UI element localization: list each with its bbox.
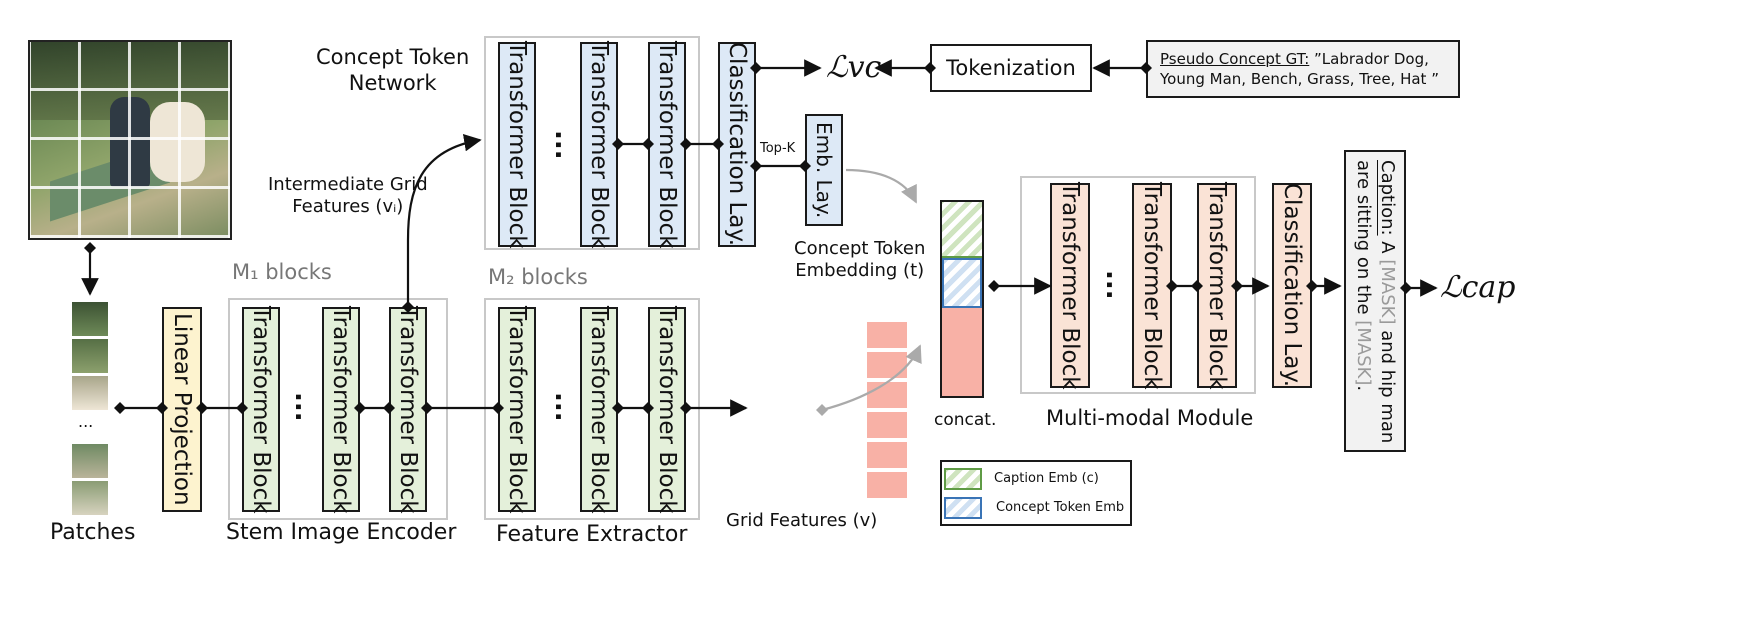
- intermediate-to-ctn-arrow: [406, 133, 482, 307]
- linear-projection-block: Linear Projection: [162, 307, 202, 512]
- node-mm-out: [1231, 280, 1243, 292]
- grid-feature-2: [867, 352, 907, 378]
- node-mm-b3-in: [1191, 280, 1203, 292]
- node-fe-out: [680, 402, 692, 414]
- intermediate-grid-label: Intermediate Grid Features (vᵢ): [268, 174, 428, 217]
- fe-transformer-block-3: Transformer Block: [648, 306, 686, 513]
- concept-token-network-label: Concept Token Network: [316, 45, 470, 95]
- node-stem-b2-out: [354, 402, 366, 414]
- grid-feature-3: [867, 382, 907, 408]
- node-cls-top: [750, 62, 762, 74]
- input-image: [28, 40, 232, 240]
- caption-part-1: A: [1377, 235, 1398, 260]
- node-cls-bottom: [750, 160, 762, 172]
- mm-transformer-block-2: Transformer Block: [1132, 182, 1172, 389]
- fe-ellipsis: ...: [549, 392, 579, 422]
- ctn-classification-layer: Classification Lay.: [718, 42, 756, 247]
- legend-caption-swatch: [944, 468, 982, 490]
- caption-part-2: and hip man are sitting on the: [1353, 160, 1398, 444]
- mm-transformer-block-1: Transformer Block: [1050, 182, 1090, 389]
- node-mm-cls-out: [1306, 280, 1318, 292]
- node-proj-in: [156, 402, 168, 414]
- stem-ellipsis: ...: [289, 392, 319, 422]
- node-ctn-b3-in: [642, 138, 654, 150]
- node-image-bottom: [84, 242, 96, 254]
- patch-2: [72, 339, 108, 373]
- fe-transformer-block-2: Transformer Block: [580, 306, 618, 513]
- stem-image-encoder-label: Stem Image Encoder: [226, 520, 457, 545]
- pseudo-concept-gt-box: Pseudo Concept GT: ”Labrador Dog, Young …: [1146, 40, 1460, 98]
- pseudo-gt-values: ”Labrador Dog, Young Man, Bench, Grass, …: [1160, 50, 1439, 88]
- node-grid-gray: [816, 404, 828, 416]
- mm-classification-layer: Classification Lay.: [1272, 183, 1312, 388]
- patches-label: Patches: [50, 520, 136, 545]
- patch-ellipsis: ...: [78, 412, 94, 431]
- grid-feature-5: [867, 442, 907, 468]
- ctn-transformer-block-1: Transformer Block: [498, 41, 536, 248]
- node-fe-b2-out: [612, 402, 624, 414]
- pseudo-concept-gt-text: Pseudo Concept GT: ”Labrador Dog, Young …: [1160, 49, 1439, 89]
- tokenization-box: Tokenization: [930, 44, 1092, 92]
- node-ctn-b2-out: [612, 138, 624, 150]
- grid-feature-6: [867, 472, 907, 498]
- patch-3: [72, 376, 108, 410]
- loss-cap-label: ℒcap: [1440, 270, 1516, 305]
- node-mm-b2-out: [1166, 280, 1178, 292]
- node-fe-in: [492, 402, 504, 414]
- stem-transformer-block-1: Transformer Block: [242, 306, 280, 513]
- emb-to-concat-arrow: [845, 168, 917, 204]
- mm-ellipsis: ...: [1100, 270, 1130, 300]
- ctn-ellipsis: ...: [549, 130, 579, 160]
- concept-token-emb-segment: [942, 258, 982, 308]
- caption-label: Caption:: [1377, 160, 1398, 236]
- node-emb-in: [799, 160, 811, 172]
- mm-transformer-block-3: Transformer Block: [1197, 182, 1237, 389]
- legend-caption-label: Caption Emb (c): [994, 471, 1099, 486]
- node-tokenization: [924, 62, 936, 74]
- ctn-transformer-block-3: Transformer Block: [648, 41, 686, 248]
- pseudo-gt-label: Pseudo Concept GT:: [1160, 50, 1310, 68]
- concept-token-embedding-label: Concept Token Embedding (t): [794, 238, 926, 281]
- node-fe-b3-in: [642, 402, 654, 414]
- feature-extractor-label: Feature Extractor: [496, 522, 688, 547]
- node-stem-in: [236, 402, 248, 414]
- node-concat-out: [988, 280, 1000, 292]
- node-cls-in: [712, 138, 724, 150]
- node-proj-out: [196, 402, 208, 414]
- legend-concept-swatch: [944, 497, 982, 519]
- node-caption-out: [1400, 282, 1412, 294]
- caption-part-3: .: [1353, 385, 1374, 392]
- node-stem-b3-in: [383, 402, 395, 414]
- image-grid-overlay: [30, 42, 230, 238]
- caption-text: Caption: A [MASK] and hip man are sittin…: [1351, 160, 1399, 444]
- caption-box: Caption: A [MASK] and hip man are sittin…: [1344, 150, 1406, 452]
- stem-transformer-block-3: Transformer Block: [389, 306, 427, 513]
- top-k-label: Top-K: [760, 141, 796, 156]
- mask-token-2: [MASK]: [1353, 320, 1374, 386]
- grid-feature-4: [867, 412, 907, 438]
- node-ctn-b3-out: [680, 138, 692, 150]
- caption-emb-segment: [942, 202, 982, 258]
- node-gt: [1140, 62, 1152, 74]
- concat-label: concat.: [934, 410, 997, 430]
- loss-vc-label: ℒvc: [826, 50, 882, 85]
- patch-4: [72, 444, 108, 478]
- legend-concept-label: Concept Token Emb: [996, 500, 1125, 515]
- patch-5: [72, 481, 108, 515]
- stem-transformer-block-2: Transformer Block: [322, 306, 360, 513]
- m1-blocks-label: M₁ blocks: [232, 260, 332, 284]
- grid-feature-1: [867, 322, 907, 348]
- patch-1: [72, 302, 108, 336]
- emb-layer-block: Emb. Lay.: [805, 114, 843, 226]
- grid-to-concat-arrow: [821, 344, 922, 412]
- multimodal-module-label: Multi-modal Module: [1046, 406, 1254, 430]
- mask-token-1: [MASK]: [1377, 259, 1398, 325]
- node-stem-b3-top: [402, 301, 414, 313]
- m2-blocks-label: M₂ blocks: [488, 265, 588, 289]
- node-patches: [114, 402, 126, 414]
- node-stem-b3-out: [421, 402, 433, 414]
- grid-features-label: Grid Features (v): [726, 510, 878, 531]
